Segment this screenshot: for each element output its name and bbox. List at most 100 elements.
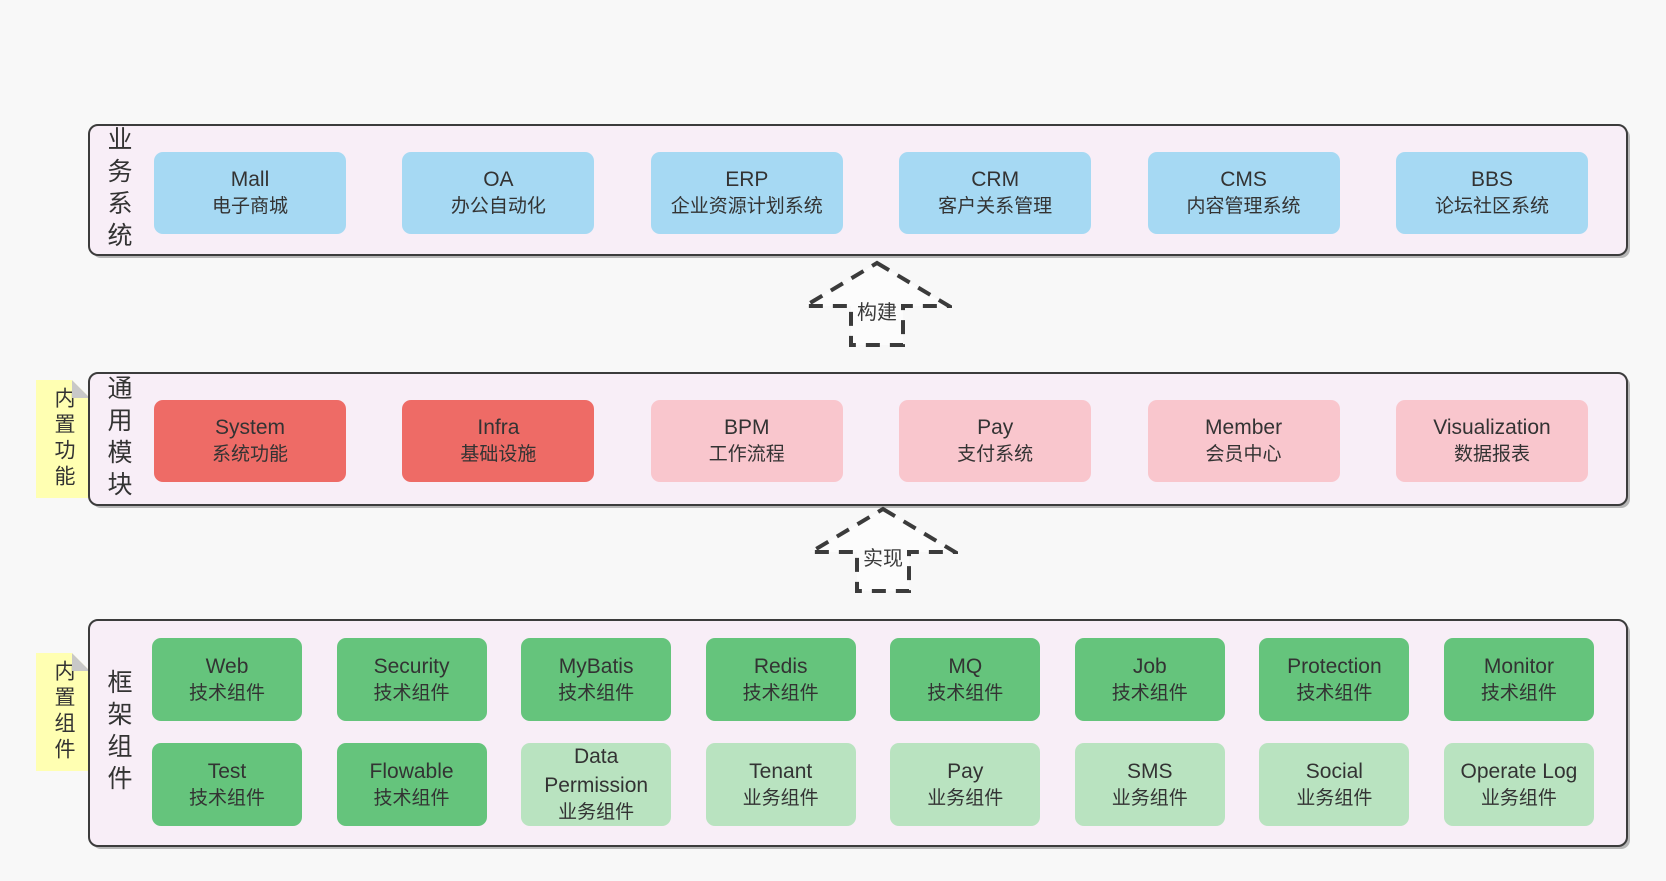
box-redis-desc: 技术组件: [742, 682, 819, 704]
box-data-permission-name: Data Permission: [544, 745, 649, 797]
box-oa-name: OA: [483, 168, 514, 191]
box-test: Test 技术组件: [152, 743, 302, 826]
box-bpm-desc: 工作流程: [708, 444, 785, 466]
box-job-name: Job: [1132, 654, 1167, 678]
box-crm-desc: 客户关系管理: [938, 196, 1053, 218]
box-visualization: Visualization 数据报表: [1395, 400, 1588, 482]
business-systems-row: Mall 电子商城 OA 办公自动化 ERP 企业资源计划系统 CRM 客户关系…: [154, 152, 1588, 234]
box-protection-desc: 技术组件: [1296, 682, 1373, 704]
box-mall-desc: 电子商城: [211, 196, 288, 218]
box-operate-log-desc: 业务组件: [1480, 787, 1557, 809]
implement-arrow-label: 实现: [863, 548, 903, 570]
box-social-name: Social: [1305, 759, 1363, 783]
framework-components-panel: 框架组件 Web 技术组件 Security 技术组件 MyBatis 技术组件…: [88, 619, 1628, 847]
box-operate-log: Operate Log 业务组件: [1443, 743, 1594, 826]
box-system-name: System: [214, 416, 285, 439]
box-system-desc: 系统功能: [211, 444, 288, 466]
common-modules-panel: 通用模块 System 系统功能 Infra 基础设施 BPM 工作流程 Pay…: [88, 372, 1628, 506]
business-systems-panel: 业务系统 Mall 电子商城 OA 办公自动化 ERP 企业资源计划系统 CRM…: [88, 124, 1628, 256]
box-sms-name: SMS: [1127, 759, 1173, 783]
box-monitor-desc: 技术组件: [1480, 682, 1557, 704]
box-pay-biz-desc: 业务组件: [927, 787, 1004, 809]
box-job: Job 技术组件: [1074, 638, 1225, 721]
box-sms-desc: 业务组件: [1111, 787, 1188, 809]
box-redis: Redis 技术组件: [705, 638, 856, 721]
common-modules-label: 通用模块: [104, 375, 132, 503]
box-system: System 系统功能: [154, 400, 346, 482]
box-bbs-desc: 论坛社区系统: [1434, 196, 1549, 218]
box-flowable: Flowable 技术组件: [336, 743, 487, 826]
box-pay-biz-name: Pay: [947, 759, 984, 783]
box-mybatis-name: MyBatis: [558, 654, 634, 678]
box-mybatis: MyBatis 技术组件: [521, 638, 672, 721]
box-security-desc: 技术组件: [373, 682, 450, 704]
framework-components-label: 框架组件: [104, 669, 132, 797]
box-cms: CMS 内容管理系统: [1147, 152, 1340, 234]
box-social: Social 业务组件: [1259, 743, 1410, 826]
box-infra: Infra 基础设施: [402, 400, 595, 482]
box-social-desc: 业务组件: [1296, 787, 1373, 809]
box-data-permission: Data Permission 业务组件: [521, 743, 672, 826]
box-mall-name: Mall: [230, 168, 270, 191]
box-cms-desc: 内容管理系统: [1186, 196, 1301, 218]
box-tenant-name: Tenant: [749, 759, 813, 783]
box-data-permission-desc: 业务组件: [558, 802, 635, 824]
box-bbs-name: BBS: [1470, 168, 1513, 191]
box-oa: OA 办公自动化: [402, 152, 595, 234]
box-protection-name: Protection: [1287, 654, 1382, 678]
build-arrow-label: 构建: [857, 302, 897, 324]
box-erp: ERP 企业资源计划系统: [650, 152, 843, 234]
box-mq: MQ 技术组件: [890, 638, 1041, 721]
box-bpm-name: BPM: [724, 416, 770, 439]
common-modules-row: System 系统功能 Infra 基础设施 BPM 工作流程 Pay 支付系统…: [154, 400, 1588, 482]
box-mq-desc: 技术组件: [927, 682, 1004, 704]
box-flowable-name: Flowable: [369, 759, 454, 783]
box-bbs: BBS 论坛社区系统: [1395, 152, 1588, 234]
business-systems-label: 业务系统: [104, 126, 132, 254]
box-web-desc: 技术组件: [188, 682, 265, 704]
box-pay-desc: 支付系统: [957, 444, 1034, 466]
box-visualization-desc: 数据报表: [1453, 444, 1530, 466]
box-flowable-desc: 技术组件: [373, 787, 450, 809]
framework-components-row1: Web 技术组件 Security 技术组件 MyBatis 技术组件 Redi…: [152, 638, 1594, 721]
box-infra-desc: 基础设施: [460, 444, 537, 466]
box-test-desc: 技术组件: [188, 787, 265, 809]
box-pay: Pay 支付系统: [899, 400, 1092, 482]
build-arrow-icon: 构建: [802, 260, 952, 348]
box-mybatis-desc: 技术组件: [558, 682, 635, 704]
box-operate-log-name: Operate Log: [1460, 759, 1578, 783]
box-erp-name: ERP: [725, 168, 769, 191]
box-redis-name: Redis: [753, 654, 808, 678]
box-security: Security 技术组件: [336, 638, 487, 721]
sticky-note-builtin-features-text: 内置功能: [52, 387, 75, 491]
box-web-name: Web: [205, 654, 249, 678]
framework-components-row2: Test 技术组件 Flowable 技术组件 Data Permission …: [152, 743, 1594, 826]
box-sms: SMS 业务组件: [1074, 743, 1225, 826]
box-security-name: Security: [373, 654, 450, 678]
box-tenant: Tenant 业务组件: [705, 743, 856, 826]
sticky-note-builtin-components-text: 内置组件: [52, 660, 75, 764]
sticky-note-builtin-features: 内置功能: [36, 380, 90, 498]
box-visualization-name: Visualization: [1433, 416, 1551, 439]
box-crm: CRM 客户关系管理: [899, 152, 1092, 234]
box-member-desc: 会员中心: [1205, 444, 1282, 466]
box-crm-name: CRM: [971, 168, 1020, 191]
box-oa-desc: 办公自动化: [450, 196, 546, 218]
box-protection: Protection 技术组件: [1259, 638, 1410, 721]
box-mq-name: MQ: [948, 654, 983, 678]
box-monitor: Monitor 技术组件: [1443, 638, 1594, 721]
box-test-name: Test: [207, 759, 247, 783]
box-bpm: BPM 工作流程: [650, 400, 843, 482]
box-tenant-desc: 业务组件: [742, 787, 819, 809]
box-job-desc: 技术组件: [1111, 682, 1188, 704]
box-member-name: Member: [1205, 416, 1283, 439]
box-pay-name: Pay: [977, 416, 1014, 439]
box-monitor-name: Monitor: [1483, 654, 1554, 678]
box-cms-name: CMS: [1220, 168, 1267, 191]
box-mall: Mall 电子商城: [154, 152, 346, 234]
box-member: Member 会员中心: [1147, 400, 1340, 482]
implement-arrow-icon: 实现: [808, 506, 958, 594]
box-infra-name: Infra: [477, 416, 520, 439]
box-erp-desc: 企业资源计划系统: [670, 196, 823, 218]
